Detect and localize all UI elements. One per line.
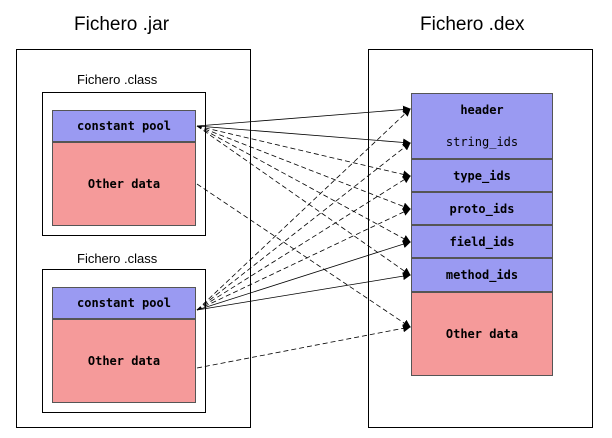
dex-string-ids: string_ids: [411, 126, 553, 159]
dex-title: Fichero .dex: [420, 14, 525, 35]
arrow-cp2-header: [196, 108, 411, 311]
arrow-cp2-method-ids: [196, 272, 411, 311]
other-data-2: Other data: [52, 319, 196, 403]
arrow-cp2-type-ids: [196, 175, 411, 311]
arrow-cp1-header: [196, 105, 411, 127]
class-label-2: Fichero .class: [77, 251, 158, 266]
dex-proto-ids: proto_ids: [411, 192, 553, 225]
arrow-cp2-proto-ids: [196, 208, 411, 311]
dex-field-ids: field_ids: [411, 225, 553, 258]
dex-type-ids: type_ids: [411, 159, 553, 192]
dex-header: header: [411, 93, 553, 126]
dex-method-ids: method_ids: [411, 258, 553, 292]
arrow-cp2-field-ids: [196, 240, 411, 311]
constant-pool-1: constant pool: [52, 110, 196, 142]
arrow-cp2-string-ids: [196, 142, 411, 311]
other-data-1: Other data: [52, 142, 196, 226]
arrow-cp1-string-ids: [196, 125, 411, 147]
constant-pool-2: constant pool: [52, 287, 196, 319]
class-label-1: Fichero .class: [77, 72, 158, 87]
jar-title: Fichero .jar: [74, 14, 170, 35]
arrow-cp1-proto-ids: [196, 125, 411, 211]
arrow-od1-other-data: [196, 183, 411, 328]
arrow-cp1-field-ids: [196, 125, 411, 243]
arrow-cp1-type-ids: [196, 125, 411, 179]
arrow-od2-other-data: [196, 324, 411, 369]
dex-other-data: Other data: [411, 292, 553, 376]
arrow-cp1-method-ids: [196, 125, 411, 276]
